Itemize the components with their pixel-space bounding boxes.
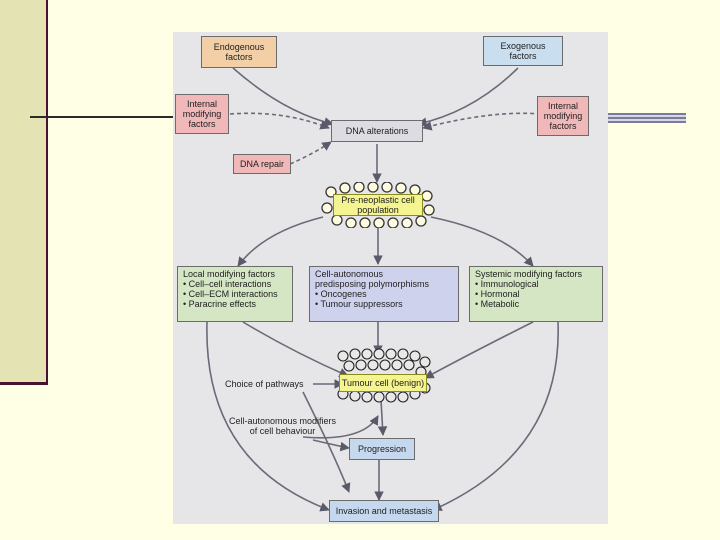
internal-left-line-1: Internal bbox=[186, 99, 218, 109]
title-rule-left bbox=[30, 116, 178, 118]
dna-alterations-box: DNA alterations bbox=[331, 120, 423, 142]
local-modifying-factors-box: Local modifying factors • Cell–cell inte… bbox=[177, 266, 293, 322]
cancer-pathway-figure: Endogenous factors Exogenous factors Int… bbox=[173, 32, 608, 524]
systemic-modifying-item: • Metabolic bbox=[475, 299, 520, 309]
systemic-modifying-factors-box: Systemic modifying factors • Immunologic… bbox=[469, 266, 603, 322]
cell-autonomous-item: • Tumour suppressors bbox=[315, 299, 403, 309]
preneoplastic-cell-population-box: Pre-neoplastic cell population bbox=[333, 194, 423, 216]
dna-repair-label: DNA repair bbox=[239, 159, 284, 169]
sidebar-base-line bbox=[0, 382, 48, 385]
exogenous-line-2: factors bbox=[509, 51, 537, 61]
endogenous-line-2: factors bbox=[225, 52, 253, 62]
tumour-cell-benign-box: Tumour cell (benign) bbox=[339, 374, 427, 392]
local-modifying-item: • Cell–cell interactions bbox=[183, 279, 272, 289]
cell-autonomous-item: • Oncogenes bbox=[315, 289, 367, 299]
preneoplastic-cell-cluster bbox=[321, 182, 435, 228]
endogenous-line-1: Endogenous bbox=[213, 42, 265, 52]
exogenous-line-1: Exogenous bbox=[500, 41, 546, 51]
local-modifying-title: Local modifying factors bbox=[183, 269, 276, 279]
endogenous-factors-box: Endogenous factors bbox=[201, 36, 277, 68]
cell-autonomous-modifiers-label: Cell-autonomous modifiers of cell behavi… bbox=[229, 416, 336, 436]
tumour-cell-label: Tumour cell (benign) bbox=[341, 378, 425, 388]
dna-repair-box: DNA repair bbox=[233, 154, 291, 174]
invasion-metastasis-label: Invasion and metastasis bbox=[335, 506, 433, 516]
internal-right-line-1: Internal bbox=[547, 101, 579, 111]
preneoplastic-line-1: Pre-neoplastic cell bbox=[341, 195, 415, 205]
progression-label: Progression bbox=[357, 444, 407, 454]
cell-autonomous-title-line-1: Cell-autonomous bbox=[315, 269, 384, 279]
dna-alterations-label: DNA alterations bbox=[345, 126, 409, 136]
internal-right-line-3: factors bbox=[549, 121, 577, 131]
choice-of-pathways-label: Choice of pathways bbox=[225, 379, 304, 389]
internal-right-line-2: modifying bbox=[543, 111, 583, 121]
systemic-modifying-item: • Hormonal bbox=[475, 289, 520, 299]
left-sidebar-bar bbox=[0, 0, 48, 384]
systemic-modifying-item: • Immunological bbox=[475, 279, 539, 289]
diagram-arrows bbox=[206, 67, 559, 512]
invasion-metastasis-box: Invasion and metastasis bbox=[329, 500, 439, 522]
internal-modifying-factors-left-box: Internal modifying factors bbox=[175, 94, 229, 134]
progression-box: Progression bbox=[349, 438, 415, 460]
title-rule-right bbox=[598, 113, 686, 123]
exogenous-factors-box: Exogenous factors bbox=[483, 36, 563, 66]
internal-left-line-2: modifying bbox=[182, 109, 222, 119]
modifiers-line-1: Cell-autonomous modifiers bbox=[229, 416, 337, 426]
modifiers-line-2: of cell behaviour bbox=[249, 426, 316, 436]
local-modifying-item: • Cell–ECM interactions bbox=[183, 289, 278, 299]
systemic-modifying-title: Systemic modifying factors bbox=[475, 269, 583, 279]
cell-autonomous-polymorphisms-box: Cell-autonomous predisposing polymorphis… bbox=[309, 266, 459, 322]
internal-modifying-factors-right-box: Internal modifying factors bbox=[537, 96, 589, 136]
local-modifying-item: • Paracrine effects bbox=[183, 299, 257, 309]
internal-left-line-3: factors bbox=[188, 119, 216, 129]
cell-autonomous-title-line-2: predisposing polymorphisms bbox=[315, 279, 430, 289]
preneoplastic-line-2: population bbox=[357, 205, 399, 215]
